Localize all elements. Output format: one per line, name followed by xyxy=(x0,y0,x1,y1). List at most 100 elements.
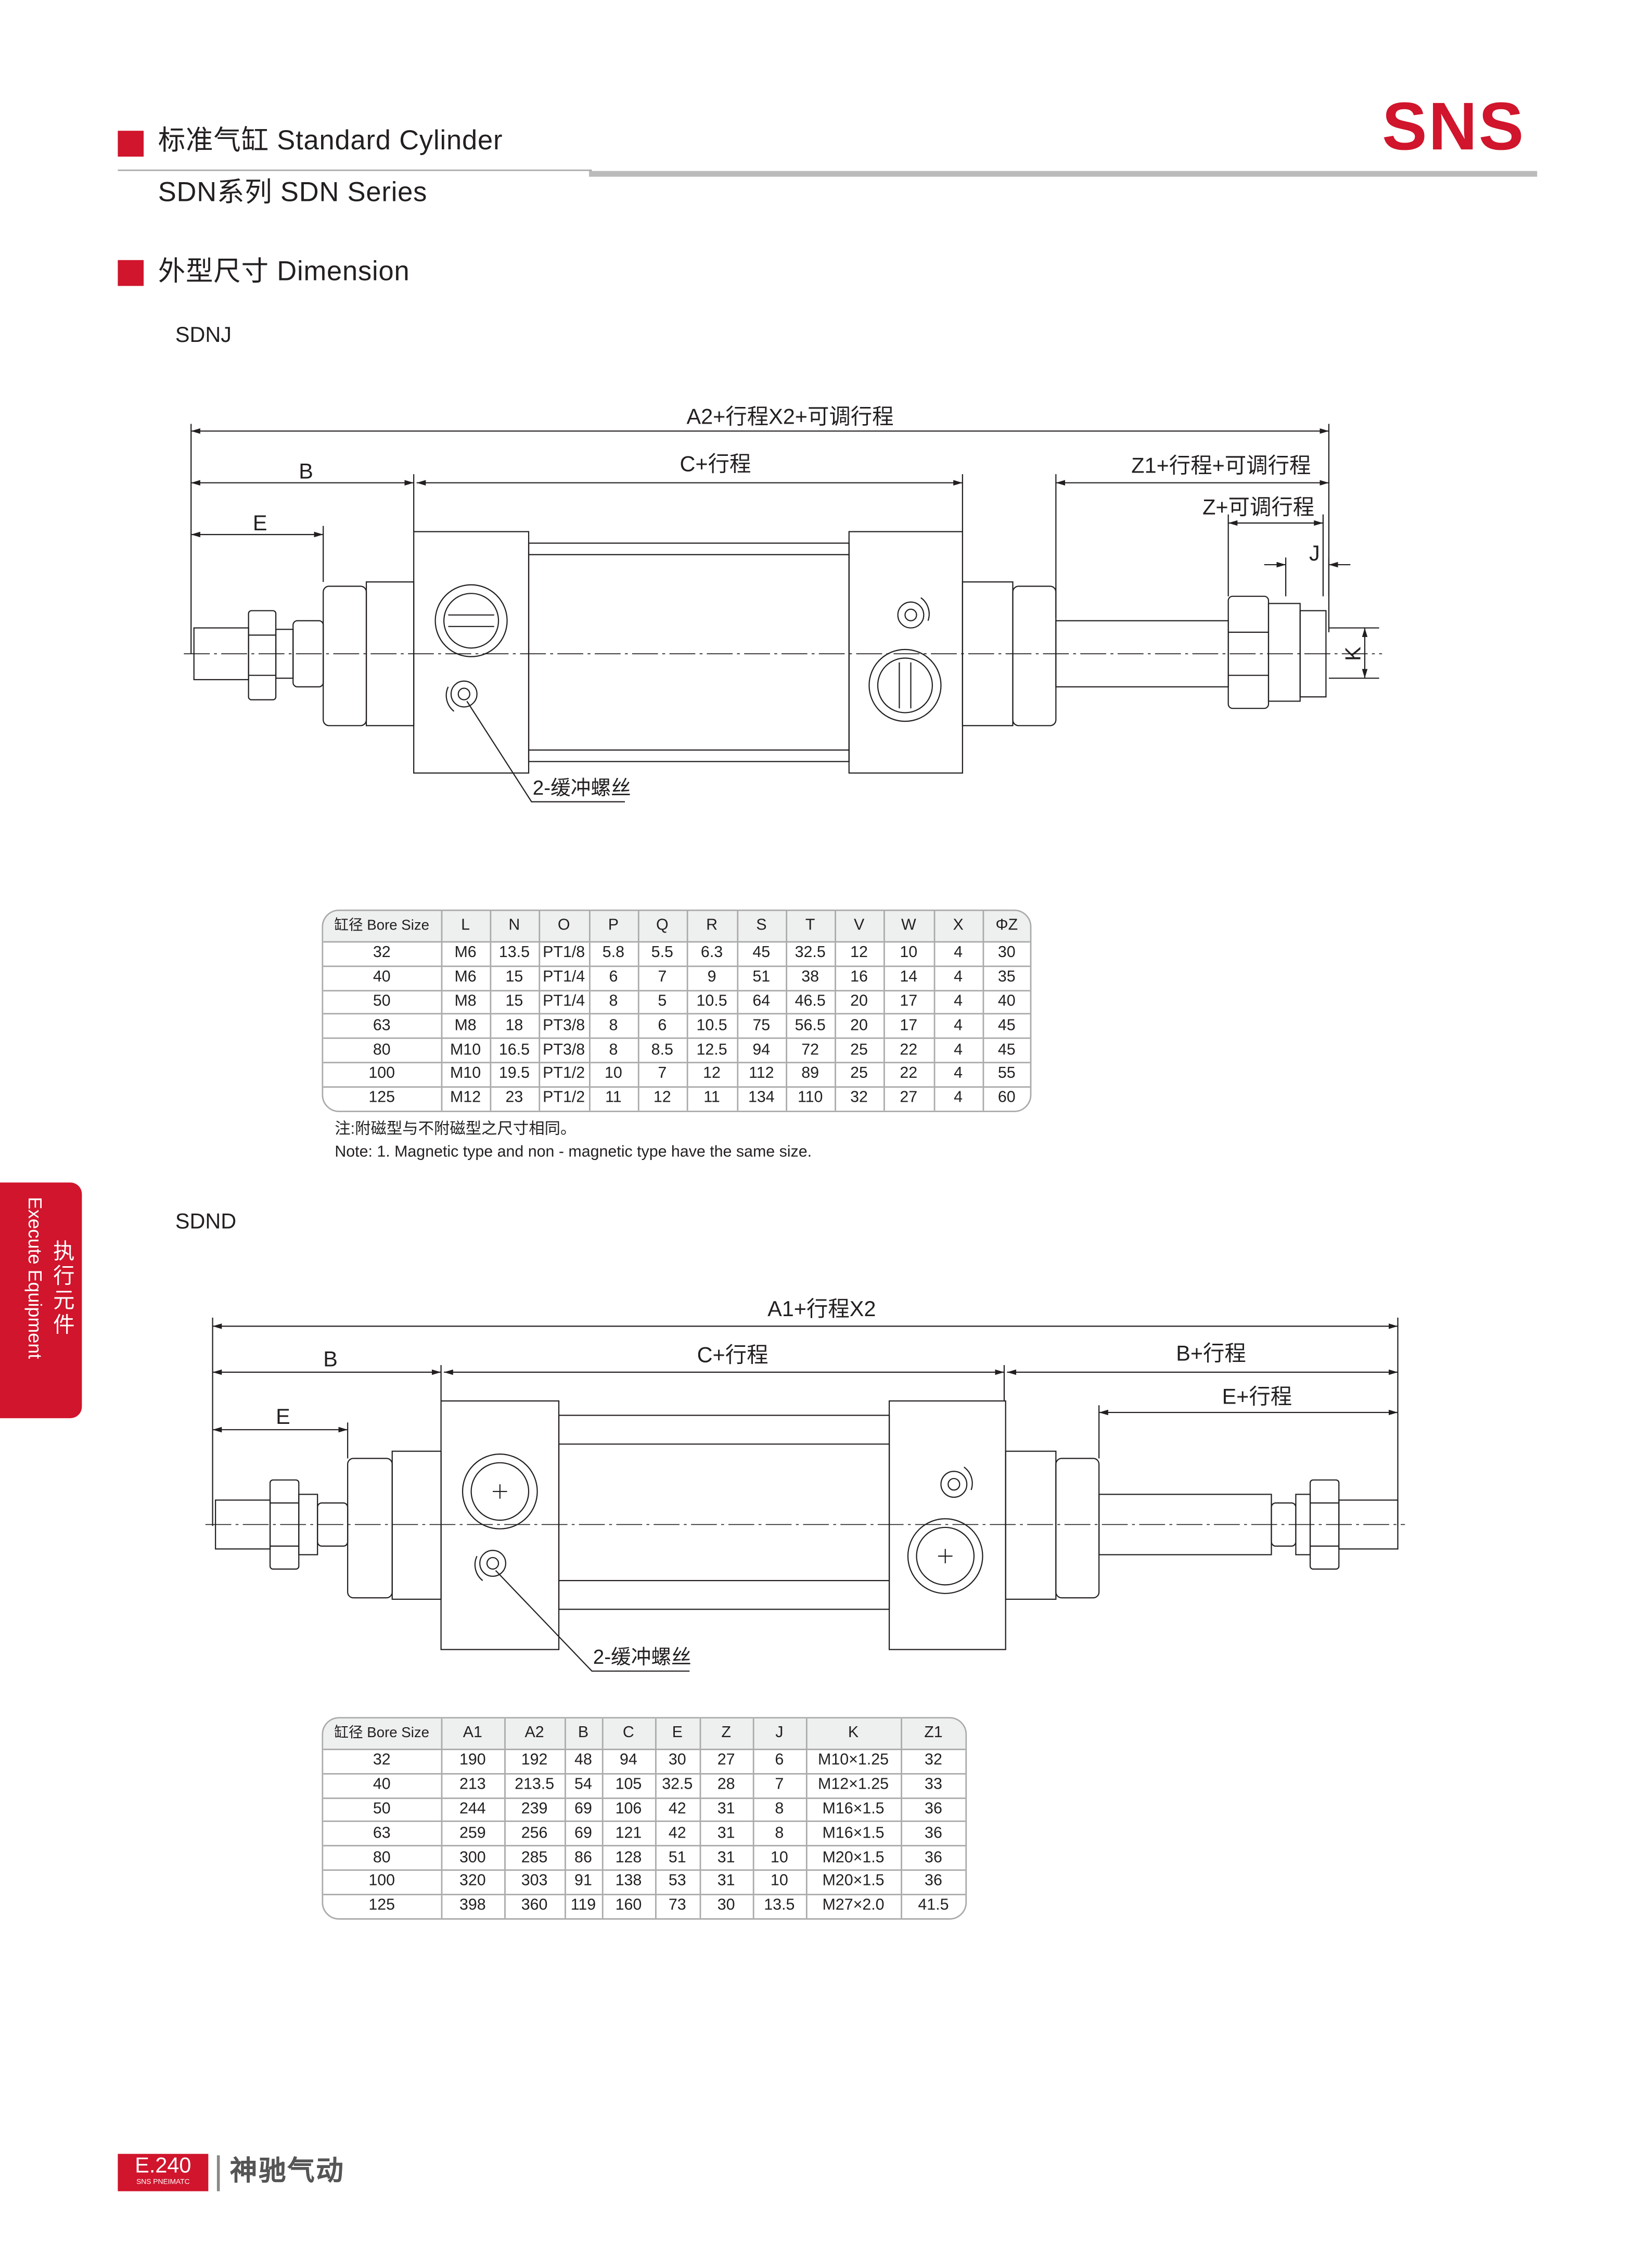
table-cell: 11 xyxy=(589,1087,639,1111)
dim-label-c-stroke: C+行程 xyxy=(680,452,751,476)
brand-name: 神驰气动 xyxy=(229,2157,345,2187)
table-cell: 72 xyxy=(786,1038,836,1064)
column-header: A2 xyxy=(504,1718,566,1750)
side-tab xyxy=(0,1182,82,1419)
column-header: P xyxy=(589,911,639,943)
dim-label-c-stroke: C+行程 xyxy=(697,1343,769,1367)
table-cell: 45 xyxy=(982,1038,1030,1064)
table-cell: 285 xyxy=(504,1846,566,1871)
table-cell: 80 xyxy=(323,1846,442,1871)
table-cell: 31 xyxy=(699,1846,754,1871)
table-cell: 36 xyxy=(901,1870,966,1895)
table-cell: 4 xyxy=(933,990,983,1015)
table-cell: 48 xyxy=(565,1749,603,1775)
table-cell: 75 xyxy=(737,1014,787,1039)
table-cell: 190 xyxy=(441,1749,505,1775)
table-cell: PT1/4 xyxy=(539,966,590,991)
column-header: V xyxy=(835,911,885,943)
table-cell: 7 xyxy=(752,1773,807,1799)
column-header: S xyxy=(737,911,787,943)
table-cell: 244 xyxy=(441,1798,505,1823)
table-cell: M20×1.5 xyxy=(805,1846,902,1871)
table-cell: 8 xyxy=(589,990,639,1015)
table-cell: 259 xyxy=(441,1821,505,1847)
table-cell: 100 xyxy=(323,1870,442,1895)
table-cell: 138 xyxy=(601,1870,656,1895)
dim-label-k: K xyxy=(1341,646,1365,661)
dim-label-e: E xyxy=(253,511,267,535)
table-cell: 51 xyxy=(737,966,787,991)
table-cell: 8 xyxy=(752,1821,807,1847)
table-cell: 10.5 xyxy=(686,990,738,1015)
table-cell: 38 xyxy=(786,966,836,991)
table-cell: 86 xyxy=(565,1846,603,1871)
table-cell: M16×1.5 xyxy=(805,1821,902,1847)
column-header: 缸径 Bore Size xyxy=(323,911,442,943)
table-cell: 239 xyxy=(504,1798,566,1823)
column-header: Z xyxy=(699,1718,754,1750)
table-cell: 27 xyxy=(699,1749,754,1775)
page-sub: SNS PNEIMATC xyxy=(136,2178,190,2187)
series-title: SDN系列 SDN Series xyxy=(158,178,428,209)
table-cell: 105 xyxy=(601,1773,656,1799)
table-cell: 42 xyxy=(655,1798,700,1823)
table-cell: 31 xyxy=(699,1798,754,1823)
table-cell: M6 xyxy=(441,966,491,991)
column-header: R xyxy=(686,911,738,943)
table-cell: 4 xyxy=(933,941,983,967)
table-cell: 36 xyxy=(901,1821,966,1847)
table-cell: 51 xyxy=(655,1846,700,1871)
table-cell: 18 xyxy=(490,1014,540,1039)
table-cell: 50 xyxy=(323,1798,442,1823)
table-cell: 106 xyxy=(601,1798,656,1823)
table-cell: 32 xyxy=(901,1749,966,1775)
table-cell: 5.5 xyxy=(637,941,688,967)
side-tab-cn: 执行元件 xyxy=(53,1240,75,1338)
table-cell: 121 xyxy=(601,1821,656,1847)
dim-label-overall: A2+行程X2+可调行程 xyxy=(687,404,894,428)
table-cell: 30 xyxy=(982,941,1030,967)
table-cell: 94 xyxy=(737,1038,787,1064)
cushion-screw-label: 2-缓冲螺丝 xyxy=(533,777,631,799)
column-header: O xyxy=(539,911,590,943)
table-cell: 8 xyxy=(752,1798,807,1823)
table-cell: 8.5 xyxy=(637,1038,688,1064)
sdnd-drawing: A1+行程X2 B C+行程 B+行程 E+行程 E 2-缓冲螺丝 xyxy=(205,1297,1405,1672)
table-cell: 4 xyxy=(933,1038,983,1064)
table-cell: M12×1.25 xyxy=(805,1773,902,1799)
table-cell: 23 xyxy=(490,1087,540,1111)
table-cell: 33 xyxy=(901,1773,966,1799)
dim-label-z: Z+可调行程 xyxy=(1202,495,1314,519)
table-cell: 125 xyxy=(323,1894,442,1918)
table-cell: 13.5 xyxy=(752,1894,807,1918)
column-header: ΦZ xyxy=(982,911,1030,943)
header-rule-thin xyxy=(118,169,592,171)
column-header: K xyxy=(805,1718,902,1750)
column-header: 缸径 Bore Size xyxy=(323,1718,442,1750)
column-header: T xyxy=(786,911,836,943)
page-number-badge: E.240 SNS PNEIMATC xyxy=(118,2153,209,2191)
column-header: C xyxy=(601,1718,656,1750)
model-sdnj: SDNJ xyxy=(175,323,232,348)
table-cell: 27 xyxy=(883,1087,935,1111)
sdnj-drawing: A2+行程X2+可调行程 B C+行程 Z1+行程+可调行程 Z+可调行程 E … xyxy=(184,404,1382,802)
table-cell: 13.5 xyxy=(490,941,540,967)
table-cell: 41.5 xyxy=(918,1896,949,1915)
table-cell: 4 xyxy=(933,1014,983,1039)
table-cell: 69 xyxy=(565,1798,603,1823)
table-cell: M12 xyxy=(441,1087,491,1111)
table-cell: 28 xyxy=(699,1773,754,1799)
table-cell: 160 xyxy=(601,1894,656,1918)
table-cell: 12.5 xyxy=(686,1038,738,1064)
